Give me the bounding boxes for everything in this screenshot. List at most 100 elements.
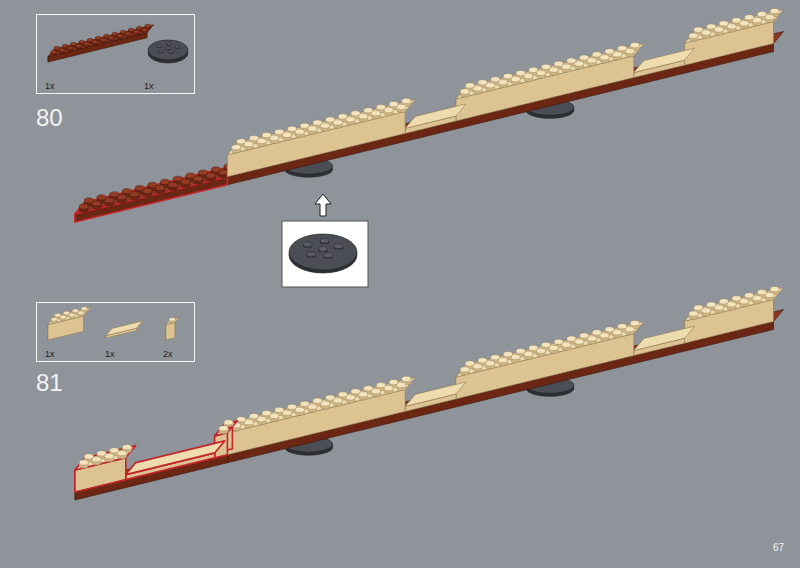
stud-top	[303, 242, 312, 247]
stud-top	[81, 307, 87, 311]
brick-top	[456, 322, 644, 377]
stud-top	[122, 445, 131, 450]
stud-top	[740, 21, 749, 26]
stud-top	[206, 173, 215, 178]
stud-top	[371, 111, 380, 116]
stud-top	[702, 308, 711, 313]
stud-top	[613, 52, 622, 57]
stud-top	[92, 201, 101, 206]
stud-top	[78, 311, 84, 315]
stud-top	[166, 42, 171, 45]
brick-front	[48, 33, 147, 62]
stud-top	[384, 385, 393, 390]
placement-arrow	[315, 194, 331, 216]
stud-top	[130, 191, 139, 196]
stud-top	[402, 376, 411, 381]
stud-top	[600, 55, 609, 60]
zoom-round-plate	[289, 234, 357, 273]
stud-top	[219, 426, 228, 431]
part-quantity: 1x	[144, 82, 154, 91]
stud-top	[174, 45, 179, 48]
stud-top	[752, 18, 761, 23]
stud-top	[308, 126, 317, 131]
stud-top	[714, 27, 723, 32]
stud-top	[397, 104, 406, 109]
step-80-model	[75, 8, 784, 222]
parts-list-box: 1x 1x 2x	[36, 302, 195, 362]
stud-top	[133, 30, 139, 33]
stud-top	[105, 198, 114, 203]
brick-top	[48, 25, 154, 57]
stud-top	[346, 395, 355, 400]
stud-top	[145, 24, 151, 27]
stud-top	[321, 123, 330, 128]
part-quantity: 1x	[105, 350, 115, 359]
stud-top	[473, 364, 482, 369]
stud-top	[324, 253, 333, 258]
stud-top	[770, 286, 779, 291]
stud-top	[473, 86, 482, 91]
stud-top	[549, 67, 558, 72]
stud-top	[346, 117, 355, 122]
step-number: 80	[36, 106, 63, 130]
stud-top	[117, 195, 126, 200]
stud-top	[125, 32, 131, 35]
stud-top	[257, 416, 266, 421]
stud-top	[319, 246, 328, 251]
brick-front	[166, 322, 175, 340]
stud-top	[689, 33, 698, 38]
brick-front	[75, 458, 126, 492]
stud-top	[397, 382, 406, 387]
part-quantity: 1x	[45, 82, 55, 91]
stud-top	[727, 302, 736, 307]
brick-top	[126, 441, 225, 475]
stud-top	[295, 407, 304, 412]
stud-top	[321, 401, 330, 406]
stud-top	[770, 8, 779, 13]
stud-top	[84, 42, 90, 45]
stud-top	[142, 28, 148, 31]
brick-top	[634, 326, 695, 350]
stud-top	[498, 80, 507, 85]
stud-top	[257, 138, 266, 143]
stud-top	[334, 244, 343, 249]
stud-top	[630, 321, 639, 326]
stud-top	[109, 36, 115, 39]
part-quantity: 2x	[163, 350, 173, 359]
step-81-model	[75, 286, 784, 500]
round-plate-top	[289, 234, 357, 270]
stud-top	[282, 132, 291, 137]
stud-top	[224, 420, 233, 425]
stud-top	[117, 34, 123, 37]
stud-top	[219, 170, 228, 175]
stud-top	[575, 339, 584, 344]
stud-top	[702, 30, 711, 35]
brick-top	[75, 165, 237, 214]
brick-front	[685, 22, 774, 66]
stud-top	[562, 342, 571, 347]
stud-top	[600, 333, 609, 338]
parts-list-box: 1x 1x	[36, 14, 195, 94]
stud-top	[244, 142, 253, 147]
stud-top	[402, 98, 411, 103]
stud-top	[295, 129, 304, 134]
brick-top	[685, 288, 784, 322]
stud-top	[307, 252, 316, 257]
stud-top	[536, 70, 545, 75]
stud-top	[511, 76, 520, 81]
stud-top	[155, 185, 164, 190]
part-quantity: 1x	[45, 350, 55, 359]
brick-front	[227, 322, 773, 463]
brick-top	[166, 318, 178, 324]
stud-top	[79, 460, 88, 465]
stud-top	[524, 73, 533, 78]
stud-top	[270, 135, 279, 140]
stud-top	[359, 114, 368, 119]
stud-top	[727, 24, 736, 29]
stud-top	[308, 404, 317, 409]
stud-top	[511, 354, 520, 359]
stud-top	[270, 413, 279, 418]
stud-top	[51, 50, 57, 53]
stud-top	[359, 392, 368, 397]
parts-illustrations	[48, 24, 188, 340]
